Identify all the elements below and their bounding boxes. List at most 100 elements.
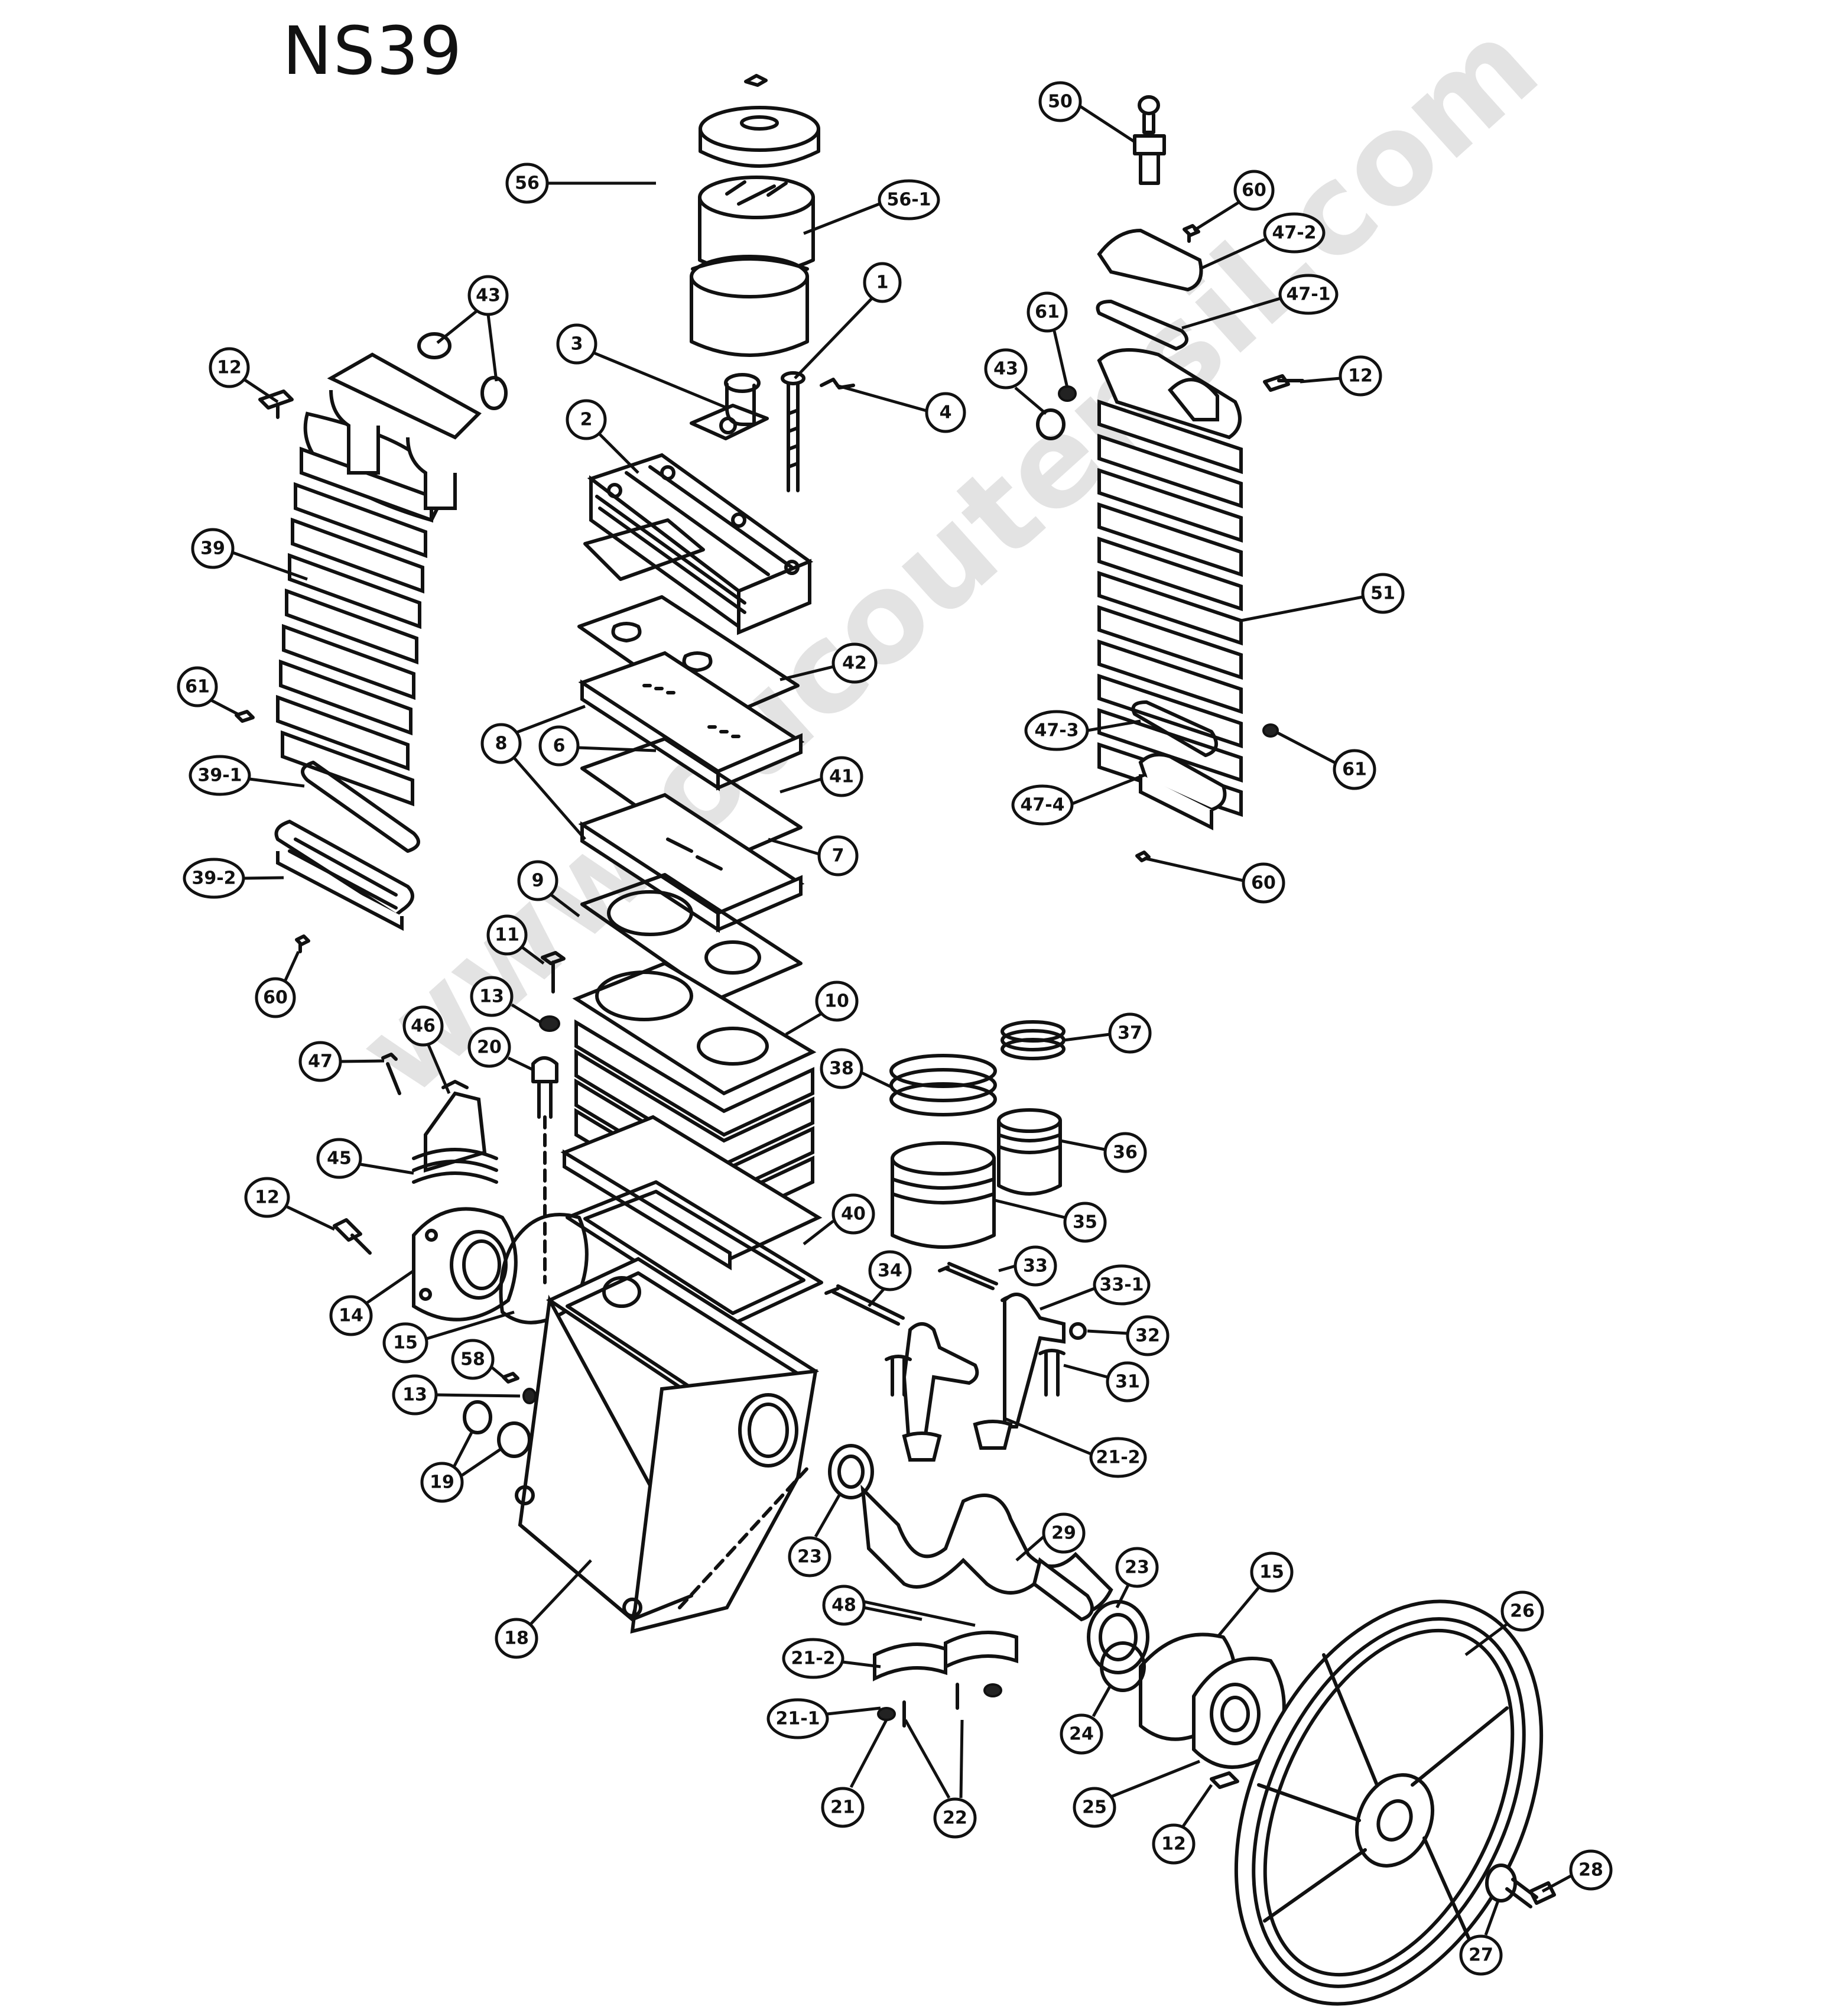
callout-number: 15 — [393, 1333, 418, 1353]
callout-circle — [467, 275, 509, 316]
rod-cap — [873, 1642, 947, 1681]
callout-circle — [766, 1698, 829, 1739]
leader-line — [232, 551, 308, 581]
screw-60 — [1135, 850, 1151, 862]
callout-circle — [822, 1585, 866, 1626]
part-callout: 47-1 — [1278, 274, 1339, 315]
part-callout: 40 — [831, 1193, 875, 1235]
callout-number: 12 — [1348, 366, 1373, 387]
bearing-23 — [1087, 1600, 1149, 1674]
callout-circle — [244, 1177, 290, 1218]
callout-circle — [788, 1536, 831, 1577]
leader-line — [794, 294, 876, 379]
leader-line — [1040, 1287, 1095, 1311]
callout-circle — [821, 1787, 865, 1828]
callout-circle — [316, 1138, 362, 1179]
leader-line — [992, 1198, 1066, 1219]
part-callout: 33 — [1014, 1245, 1057, 1287]
bolt-47 — [381, 1053, 401, 1095]
dipper-22 — [902, 1683, 959, 1728]
part-callout: 41 — [820, 756, 863, 797]
callout-circle — [298, 1041, 342, 1082]
part-callout: 60 — [255, 977, 296, 1018]
connecting-rod — [973, 1293, 1066, 1450]
callout-number: 21-1 — [775, 1709, 820, 1729]
leader-line — [785, 1012, 823, 1036]
part-callout: 14 — [329, 1295, 373, 1336]
callout-number: 7 — [832, 846, 844, 866]
callout-number: 29 — [1051, 1523, 1076, 1544]
callout-number: 20 — [477, 1037, 502, 1058]
part-callout: 10 — [815, 981, 859, 1022]
callout-circle — [451, 1339, 495, 1380]
callout-number: 58 — [460, 1349, 485, 1370]
leader-line — [596, 430, 639, 474]
callout-number: 56-1 — [886, 190, 931, 210]
leader-line — [1063, 1033, 1110, 1042]
callout-circle — [1073, 1787, 1116, 1828]
leader-line — [827, 1706, 881, 1716]
gasket-39-1 — [301, 761, 420, 853]
flywheel-26 — [1234, 1599, 1544, 2006]
callout-number: 60 — [263, 988, 288, 1008]
callout-circle — [1459, 1934, 1503, 1976]
callout-number: 47-2 — [1272, 223, 1316, 244]
gasket-47-1 — [1096, 300, 1188, 350]
leader-line — [1115, 1583, 1131, 1609]
leader-line — [1060, 1139, 1106, 1151]
callout-number: 37 — [1118, 1023, 1142, 1044]
washer-27 — [1485, 1864, 1517, 1903]
bolt — [258, 389, 294, 419]
callout-number: 21 — [830, 1797, 855, 1818]
left-intercooler — [276, 352, 482, 807]
leader-line — [1198, 238, 1266, 271]
part-callout: 61 — [177, 666, 218, 707]
leader-line — [998, 1264, 1016, 1272]
callout-circle — [1250, 1551, 1294, 1593]
part-callout: 1 — [863, 262, 902, 303]
callout-circle — [1024, 710, 1089, 751]
callout-number: 61 — [1035, 302, 1060, 323]
part-callout: 11 — [486, 914, 528, 956]
rings-38 — [889, 1054, 997, 1116]
callout-circle — [817, 835, 859, 876]
part-callout: 24 — [1060, 1713, 1103, 1755]
part-callout: 26 — [1500, 1590, 1544, 1632]
callout-number: 51 — [1370, 583, 1395, 604]
callout-number: 25 — [1082, 1797, 1107, 1818]
callout-number: 43 — [476, 285, 501, 306]
nut — [235, 710, 255, 723]
right-intercooler — [1097, 348, 1243, 817]
part-callout: 61 — [1333, 749, 1376, 790]
callout-number: 23 — [797, 1547, 822, 1567]
callout-number: 34 — [878, 1261, 902, 1281]
part-callout: 13 — [470, 976, 514, 1017]
part-callout: 43 — [467, 275, 509, 316]
callout-number: 21-2 — [1096, 1447, 1140, 1468]
part-callout: 23 — [788, 1536, 831, 1577]
bearing-24 — [1100, 1641, 1146, 1692]
part-callout: 35 — [1063, 1202, 1107, 1243]
callout-number: 41 — [829, 767, 854, 787]
callout-number: 46 — [411, 1016, 436, 1037]
callout-circle — [1089, 1437, 1147, 1478]
callout-number: 45 — [327, 1148, 352, 1169]
callout-circle — [392, 1374, 438, 1416]
callout-circle — [486, 914, 528, 956]
callout-circle — [782, 1638, 844, 1679]
callout-circle — [1011, 784, 1074, 826]
part-callout: 21-2 — [782, 1638, 844, 1679]
callout-circle — [1233, 170, 1275, 211]
leader-line — [1087, 1329, 1128, 1335]
part-callout: 19 — [420, 1462, 464, 1503]
leader-line — [1014, 387, 1047, 415]
callout-number: 61 — [1342, 759, 1367, 780]
clip-32 — [1069, 1322, 1087, 1340]
callout-circle — [1115, 1547, 1159, 1588]
part-callout: 33-1 — [1093, 1264, 1151, 1306]
cover-39-2 — [274, 819, 414, 931]
cylinder-head — [583, 453, 814, 635]
callout-circle — [1093, 1264, 1151, 1306]
callout-circle — [382, 1322, 428, 1364]
